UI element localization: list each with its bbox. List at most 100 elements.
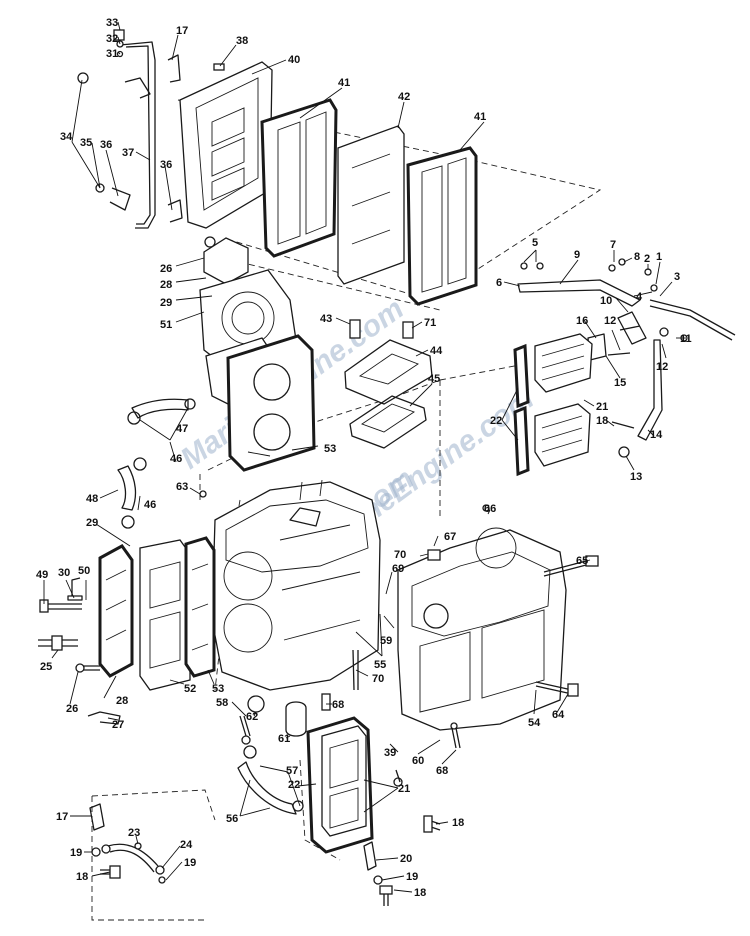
callout-68: 68 — [332, 699, 344, 711]
callout-47: 47 — [176, 423, 188, 435]
callout-37: 37 — [122, 147, 134, 159]
drain-fittings — [239, 693, 331, 745]
callout-9: 9 — [574, 249, 580, 261]
callout-46: 46 — [144, 499, 156, 511]
callout-31: 31 — [106, 48, 118, 60]
callout-53: 53 — [212, 683, 224, 695]
callout-10: 10 — [600, 295, 612, 307]
callout-14: 14 — [650, 429, 663, 441]
callout-12: 12 — [604, 315, 616, 327]
callout-56: 56 — [226, 813, 238, 825]
callout-labels: 33 32 31 17 38 40 34 35 36 37 36 41 42 4… — [36, 17, 692, 899]
reed-plate-42 — [337, 125, 405, 285]
callout-18: 18 — [452, 817, 464, 829]
callout-35: 35 — [80, 137, 92, 149]
callout-40: 40 — [288, 54, 300, 66]
callout-39: 39 — [384, 747, 396, 759]
callout-44: 44 — [430, 345, 443, 357]
callout-46: 46 — [170, 453, 182, 465]
callout-32: 32 — [106, 33, 118, 45]
callout-48: 48 — [86, 493, 98, 505]
callout-19: 19 — [70, 847, 82, 859]
cover-plate-44 — [344, 319, 433, 405]
link-rod-assembly — [77, 29, 225, 229]
callout-62: 62 — [246, 711, 258, 723]
callout-22: 22 — [288, 779, 300, 791]
callout-33: 33 — [106, 17, 118, 29]
callout-4: 4 — [636, 291, 643, 303]
callout-71: 71 — [424, 317, 436, 329]
callout-12: 12 — [656, 361, 668, 373]
callout-65: 65 — [576, 555, 588, 567]
callout-18: 18 — [596, 415, 608, 427]
callout-23: 23 — [128, 827, 140, 839]
crankcase-half-right — [397, 504, 567, 731]
exhaust-cover-outer — [87, 536, 216, 725]
crankcase-cylinder-block — [199, 479, 381, 691]
hose-57 — [237, 745, 304, 815]
callout-43: 43 — [320, 313, 332, 325]
callout-63: 63 — [176, 481, 188, 493]
callout-45: 45 — [428, 373, 440, 385]
callout-41: 41 — [338, 77, 350, 89]
callout-16: 16 — [576, 315, 588, 327]
callout-69: 69 — [392, 563, 404, 575]
callout-58: 58 — [216, 697, 228, 709]
callout-20: 20 — [400, 853, 412, 865]
head-gasket-53 — [226, 334, 316, 472]
callout-67: 67 — [444, 531, 456, 543]
callout-26: 26 — [160, 263, 172, 275]
callout-42: 42 — [398, 91, 410, 103]
callout-21: 21 — [398, 783, 410, 795]
callout-15: 15 — [614, 377, 626, 389]
callout-68: 68 — [436, 765, 448, 777]
reed-valve-upper — [513, 333, 593, 477]
callout-5: 5 — [532, 237, 538, 249]
callout-28: 28 — [160, 279, 172, 291]
callout-21: 21 — [596, 401, 608, 413]
callout-70: 70 — [372, 673, 384, 685]
callout-22: 22 — [490, 415, 502, 427]
callout-19: 19 — [184, 857, 196, 869]
crankcase-bolts — [352, 549, 599, 697]
callout-17: 17 — [56, 811, 68, 823]
callout-3: 3 — [674, 271, 680, 283]
callout-57: 57 — [286, 765, 298, 777]
callout-49: 49 — [36, 569, 48, 581]
callout-52: 52 — [184, 683, 196, 695]
callout-19: 19 — [406, 871, 418, 883]
reed-valve-lower — [306, 716, 374, 854]
callout-2: 2 — [644, 253, 650, 265]
callout-38: 38 — [236, 35, 248, 47]
callout-70: 70 — [394, 549, 406, 561]
callout-41: 41 — [474, 111, 486, 123]
lower-hardware — [89, 722, 461, 906]
callout-28: 28 — [116, 695, 128, 707]
callout-61: 61 — [278, 733, 290, 745]
callout-54: 54 — [528, 717, 541, 729]
callout-17: 17 — [176, 25, 188, 37]
callout-26: 26 — [66, 703, 78, 715]
callout-50: 50 — [78, 565, 90, 577]
callout-8: 8 — [634, 251, 640, 263]
callout-34: 34 — [60, 131, 73, 143]
callout-59: 59 — [380, 635, 392, 647]
callout-6: 6 — [496, 277, 502, 289]
callout-27: 27 — [112, 719, 124, 731]
callout-30: 30 — [58, 567, 70, 579]
callout-18: 18 — [414, 887, 426, 899]
callout-24: 24 — [180, 839, 193, 851]
callout-36: 36 — [160, 159, 172, 171]
callout-66: 66 — [484, 503, 496, 515]
callout-7: 7 — [610, 239, 616, 251]
callout-53: 53 — [324, 443, 336, 455]
gasket-41-right — [406, 146, 478, 306]
callout-1: 1 — [656, 251, 662, 263]
callout-13: 13 — [630, 471, 642, 483]
callout-18: 18 — [76, 871, 88, 883]
callout-60: 60 — [412, 755, 424, 767]
callout-64: 64 — [552, 709, 565, 721]
throttle-linkage — [517, 258, 736, 458]
callout-36: 36 — [100, 139, 112, 151]
